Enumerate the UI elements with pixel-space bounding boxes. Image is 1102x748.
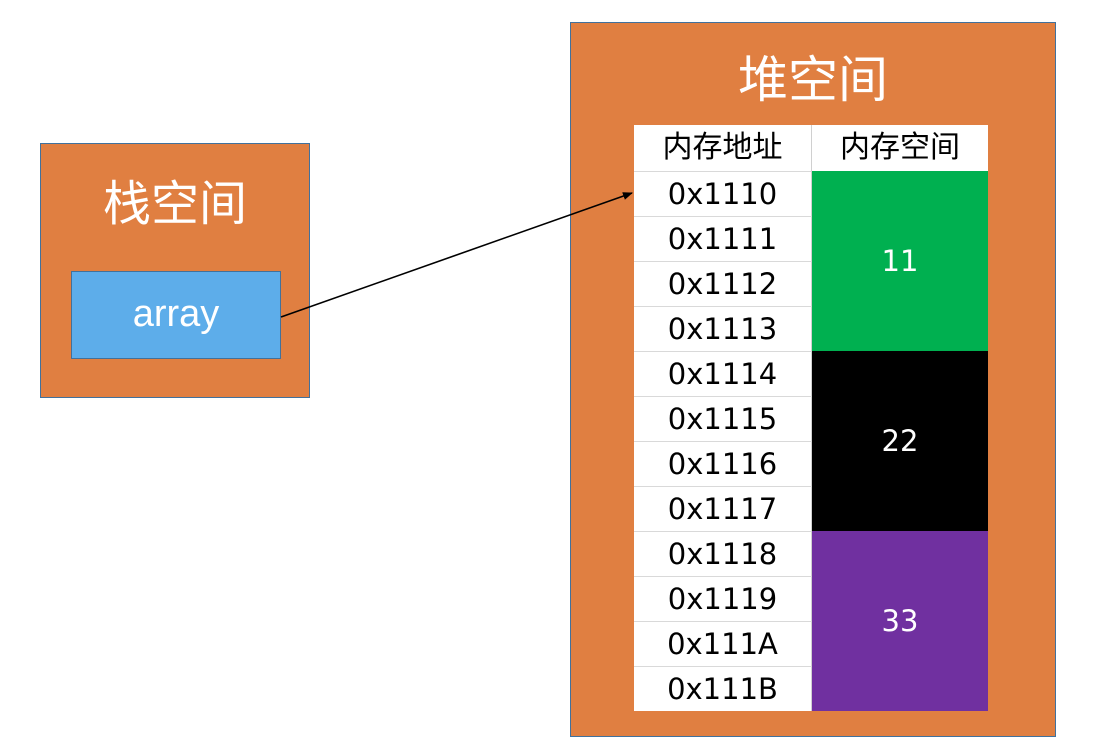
address-cell: 0x1114 (634, 351, 812, 396)
address-cell: 0x1119 (634, 576, 812, 621)
address-cell: 0x1113 (634, 306, 812, 351)
address-cell: 0x1115 (634, 396, 812, 441)
header-address: 内存地址 (634, 125, 812, 171)
memory-value-block: 11 (812, 171, 988, 351)
heap-space-title: 堆空间 (738, 51, 888, 109)
address-cell: 0x1112 (634, 261, 812, 306)
header-space: 内存空间 (812, 125, 988, 171)
address-cell: 0x1111 (634, 216, 812, 261)
address-cell: 0x111B (634, 666, 812, 711)
memory-value-block: 22 (812, 351, 988, 531)
stack-space-box: 栈空间 array (40, 143, 310, 398)
address-cell: 0x111A (634, 621, 812, 666)
address-cell: 0x1118 (634, 531, 812, 576)
memory-value-block: 33 (812, 531, 988, 711)
stack-space-title: 栈空间 (102, 176, 247, 232)
address-cell: 0x1117 (634, 486, 812, 531)
address-cell: 0x1116 (634, 441, 812, 486)
address-cell: 0x1110 (634, 171, 812, 216)
array-variable: array (71, 271, 281, 359)
